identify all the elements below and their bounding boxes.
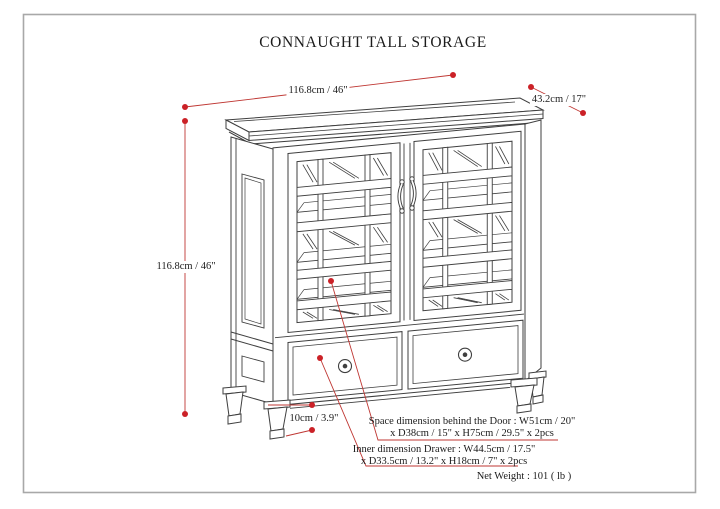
door-space-line1: Space dimension behind the Door : W51cm … — [368, 416, 576, 427]
door-space-leader — [330, 280, 558, 441]
dimension-dots — [182, 72, 586, 433]
door-space-annotation: Space dimension behind the Door : W51cm … — [369, 416, 575, 439]
drawer-line1: Inner dimension Drawer : W44.5cm / 17.5" — [352, 444, 536, 455]
leg-dim-line-bottom — [285, 429, 313, 437]
depth-dimension-label: 43.2cm / 17" — [529, 94, 589, 106]
cabinet-drawing — [222, 97, 547, 440]
drawer-line2: x D33.5cm / 13.2" x H18cm / 7" x 2pcs — [360, 455, 528, 467]
dimension-annotations — [182, 72, 586, 467]
page-border — [22, 13, 697, 494]
drawer-leader — [319, 357, 518, 467]
page-title: CONNAUGHT TALL STORAGE — [259, 34, 487, 51]
net-weight-label: Net Weight : 101 ( lb ) — [476, 471, 572, 482]
leg-height-dimension-label: 10cm / 3.9" — [287, 413, 341, 425]
height-dimension-label: 116.8cm / 46" — [154, 261, 218, 273]
drawer-dimension-annotation: Inner dimension Drawer : W44.5cm / 17.5"… — [353, 444, 536, 467]
top-width-dimension-label: 116.8cm / 46" — [286, 85, 350, 97]
door-space-line2: x D38cm / 15" x H75cm / 29.5" x 2pcs — [390, 427, 554, 439]
